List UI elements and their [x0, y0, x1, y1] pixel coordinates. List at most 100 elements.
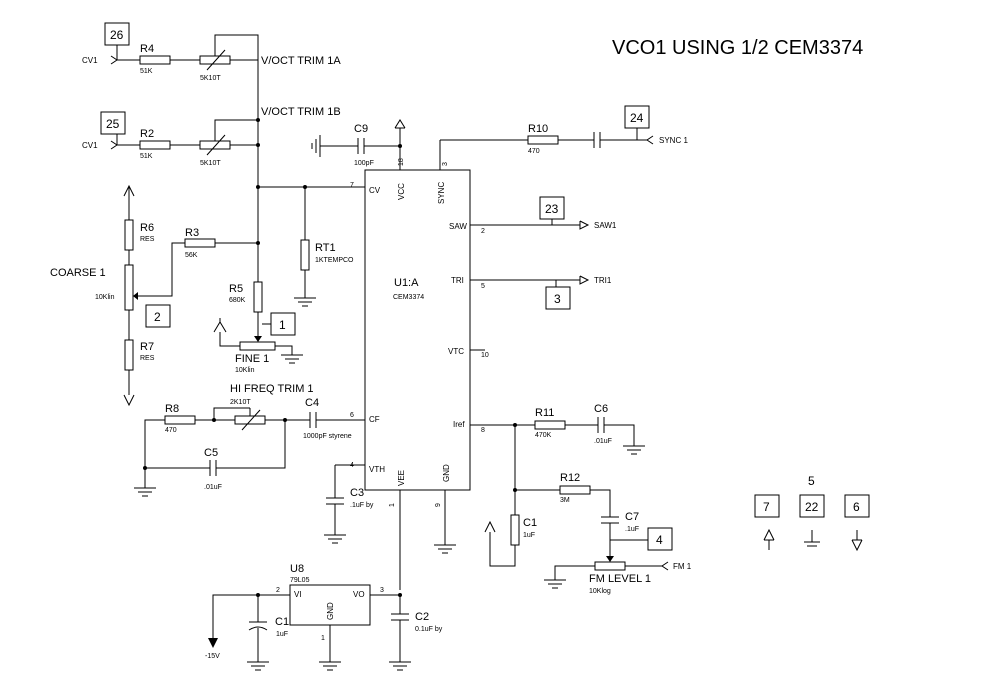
ground-symbol-c3 — [324, 534, 346, 544]
testpoint-22 — [799, 494, 825, 518]
testpoint-6 — [844, 494, 870, 518]
pin-name-vee: VEE — [397, 470, 406, 486]
saw1-port — [579, 220, 590, 230]
ic-ref: U1:A — [394, 277, 419, 289]
testpoint-26 — [104, 22, 130, 46]
testpoint-24 — [624, 105, 650, 129]
fine1-label: FINE 1 — [235, 353, 269, 365]
r9-value: 470 — [528, 148, 540, 155]
testpoint-23-label: 23 — [545, 202, 559, 216]
ic-part: CEM3374 — [393, 294, 424, 301]
coarse1-label: COARSE 1 — [50, 267, 106, 279]
regulator-u8 — [289, 584, 371, 626]
resistor-r11 — [559, 485, 591, 495]
trimpot-hifreq1 — [234, 415, 266, 425]
u8-part: 79L05 — [290, 577, 310, 584]
r6-ref: R6 — [140, 222, 154, 234]
pin-num-vcc: 18 — [398, 158, 405, 166]
testpoint-3-label: 3 — [554, 292, 561, 306]
fmlevel1-label: FM LEVEL 1 — [589, 573, 651, 585]
ground-symbol-fm — [544, 579, 566, 589]
fm1-label: FM 1 — [673, 562, 692, 571]
testpoint-2 — [145, 304, 171, 328]
pin-name-vtc: VTC — [448, 347, 464, 356]
u8-ref: U8 — [290, 563, 304, 575]
c1-value: 1uF — [276, 631, 288, 638]
tri1-port — [579, 275, 590, 285]
pin-name-gnd: GND — [442, 464, 451, 482]
c7-value: .1uF — [625, 526, 639, 533]
r8-ref: R8 — [165, 403, 179, 415]
pin-name-vth: VTH — [369, 465, 385, 474]
u8-pin-gnd: 1 — [321, 635, 325, 642]
supply-arrow-coarse-bottom — [123, 394, 135, 407]
r10-value: 470K — [535, 432, 552, 439]
ground-symbol-c8 — [311, 135, 321, 157]
legend-supply-down-arrow — [851, 530, 863, 552]
legend-supply-up-arrow — [763, 528, 775, 550]
trimpot-hifreq1-arrow — [241, 409, 261, 431]
pin-num-cf: 6 — [350, 412, 354, 419]
c2-ref: C2 — [415, 611, 429, 623]
c4-ref: C4 — [305, 397, 319, 409]
resistor-r7 — [124, 339, 134, 371]
u8-pin-in: 2 — [276, 587, 280, 594]
c6-ref: C6 — [594, 403, 608, 415]
r5-ref: R5 — [229, 283, 243, 295]
c8-ref: C9 — [354, 123, 368, 135]
pin-num-sync: 3 — [442, 162, 449, 166]
ground-symbol-c5 — [134, 487, 156, 497]
r4-ref: R4 — [140, 43, 154, 55]
resistor-r9 — [527, 135, 559, 145]
c3-ref: C3 — [350, 487, 364, 499]
c2-value: 0.1uF by — [415, 626, 443, 633]
pot-fmlevel1 — [594, 561, 626, 571]
r4-value: 51K — [140, 68, 153, 75]
ground-symbol-c1 — [247, 661, 269, 671]
fine1-value: 10Klin — [235, 367, 255, 374]
testpoint-25 — [100, 111, 126, 135]
pin-num-saw: 2 — [481, 228, 485, 235]
ground-symbol-c2 — [389, 661, 411, 671]
testpoint-4 — [647, 527, 673, 551]
vtrim1a-value: 5K10T — [200, 75, 221, 82]
r5-value: 680K — [229, 297, 246, 304]
pin-num-cv: 7 — [350, 182, 354, 189]
trimpot-vtrim1a — [199, 55, 231, 65]
r11-value: 3M — [560, 497, 570, 504]
c7-ref: C7 — [625, 511, 639, 523]
pin-name-cv: CV — [369, 186, 381, 195]
u8-pin-out: 3 — [380, 587, 384, 594]
trimpot-vtrim1b — [199, 140, 231, 150]
ground-symbol-ic — [434, 544, 456, 554]
vtrim1b-label: V/OCT TRIM 1B — [261, 106, 341, 118]
rt1-value: 1KTEMPCO — [315, 257, 354, 264]
pin-name-saw: SAW — [449, 222, 467, 231]
r10-ref: R11 — [535, 407, 554, 419]
testpoint-26-label: 26 — [110, 28, 124, 42]
pin-name-sync: SYNC — [437, 182, 446, 204]
resistor-r10 — [534, 420, 566, 430]
rt1-ref: RT1 — [315, 242, 336, 254]
ic-pin-leads — [345, 140, 515, 590]
testpoint-22-label: 22 — [805, 500, 819, 514]
resistor-r5 — [253, 281, 263, 313]
pin-name-vcc: VCC — [397, 183, 406, 200]
ic-body-u1a — [364, 169, 471, 491]
r7-ref: R7 — [140, 341, 154, 353]
r2-ref: R2 — [140, 128, 154, 140]
c5-value: .01uF — [204, 484, 222, 491]
r2-value: 51K — [140, 153, 153, 160]
u8-vi: VI — [294, 590, 302, 599]
pin-name-cf: CF — [369, 415, 380, 424]
pot-coarse1 — [124, 264, 134, 311]
testpoint-4-label: 4 — [656, 533, 663, 547]
pot-fine1 — [239, 341, 276, 351]
hifreq1-value: 2K10T — [230, 399, 251, 406]
resistor-r6 — [124, 219, 134, 251]
saw1-label: SAW1 — [594, 221, 617, 230]
cv1b-label: CV1 — [82, 141, 98, 150]
vtrim1a-label: V/OCT TRIM 1A — [261, 55, 341, 67]
r9-ref: R10 — [528, 123, 548, 135]
capacitor-c1-plate-b — [248, 626, 268, 631]
